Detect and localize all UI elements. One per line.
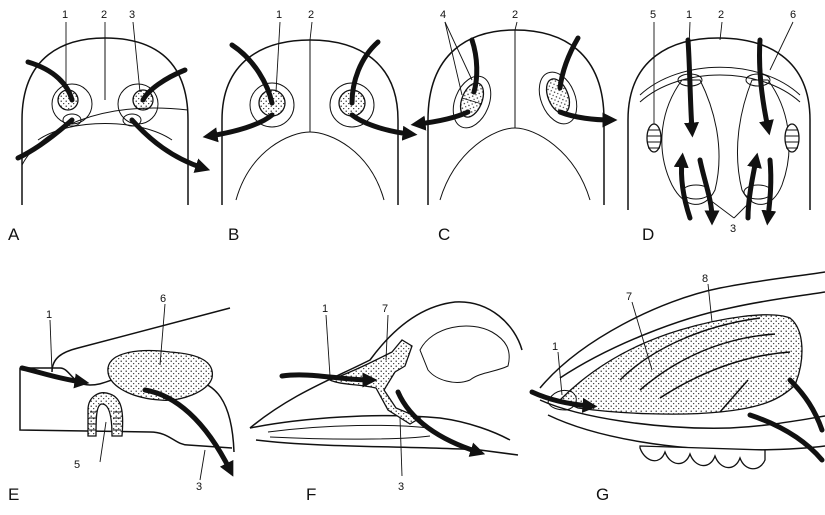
panel-g-cavity-7 — [560, 315, 802, 414]
panel-c-letter: C — [438, 225, 450, 244]
panel-a-label-1: 1 — [62, 9, 68, 21]
panel-g-flow-arrow-3 — [790, 380, 822, 430]
panel-a: 1 2 3 A — [8, 9, 203, 244]
panel-b-label-1: 1 — [276, 9, 282, 21]
panel-b-flow-arrow-3 — [210, 115, 272, 136]
panel-g: 8 7 1 G — [532, 272, 825, 504]
panel-c: 4 2 C — [418, 9, 610, 244]
panel-g-label-7: 7 — [626, 291, 632, 303]
panel-f-label-3: 3 — [398, 481, 404, 493]
panel-d-letter: D — [642, 225, 654, 244]
panel-c-flow-arrow-4 — [560, 112, 610, 120]
panel-b-label-2: 2 — [308, 9, 314, 21]
panel-c-flow-arrow-2 — [560, 38, 578, 88]
panel-d-flow-arrow-4 — [700, 160, 712, 218]
panel-a-label-2: 2 — [101, 9, 107, 21]
panel-a-label-3: 3 — [129, 9, 135, 21]
panel-g-lower-jaw — [548, 415, 825, 450]
panel-d-label-6: 6 — [790, 9, 796, 21]
panel-f-upper-jaw — [250, 416, 510, 440]
panel-f-label-1: 1 — [322, 303, 328, 315]
panel-e-label-3: 3 — [196, 481, 202, 493]
panel-d-flow-arrow-3 — [681, 160, 690, 218]
panel-e-label-6: 6 — [160, 293, 166, 305]
panel-e-label-1: 1 — [46, 309, 52, 321]
panel-e-flow-arrow-2 — [145, 390, 230, 470]
panel-a-flow-arrow-3 — [132, 120, 203, 168]
panel-d-label-5: 5 — [650, 9, 656, 21]
panel-b-flow-arrow-4 — [352, 115, 410, 134]
panel-e: 1 6 5 3 E — [8, 293, 234, 504]
panel-g-label-8: 8 — [702, 273, 708, 285]
panel-f-brain — [420, 326, 509, 382]
panel-b: 1 2 B — [210, 9, 410, 244]
panel-d: 5 1 2 6 3 D — [628, 9, 810, 244]
panel-c-nostril-right — [542, 76, 574, 117]
panel-e-organ-5 — [88, 393, 123, 436]
panel-c-flow-arrow-3 — [418, 112, 468, 124]
panel-f-label-7: 7 — [382, 303, 388, 315]
panel-d-label-1: 1 — [686, 9, 692, 21]
panel-c-label-4: 4 — [440, 9, 446, 21]
panel-e-label-5: 5 — [74, 459, 80, 471]
panel-f-letter: F — [306, 485, 316, 504]
panel-d-label-3: 3 — [730, 223, 736, 235]
panel-g-teeth — [640, 446, 765, 469]
panel-c-label-2: 2 — [512, 9, 518, 21]
panel-d-flow-arrow-5 — [748, 160, 756, 218]
panel-a-letter: A — [8, 225, 20, 244]
panel-e-letter: E — [8, 485, 19, 504]
panel-f: 1 7 3 F — [250, 302, 522, 504]
panel-g-letter: G — [596, 485, 609, 504]
panel-a-flow-arrow-4 — [18, 120, 72, 158]
panel-d-label-2: 2 — [718, 9, 724, 21]
panel-g-label-1: 1 — [552, 341, 558, 353]
panel-d-flow-arrow-6 — [768, 160, 771, 218]
panel-b-letter: B — [228, 225, 239, 244]
